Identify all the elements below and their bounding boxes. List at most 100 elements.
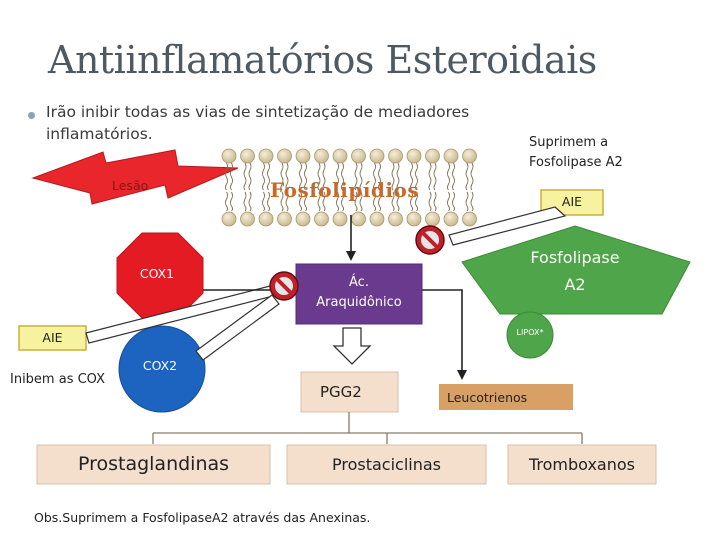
lipid-tail [433,162,437,191]
lipid-tail [396,191,400,212]
lipid-tail [322,191,326,212]
arrow-aie-to-fosfolipase [448,206,567,246]
lipid-tail [396,162,400,191]
lipid-tail [285,162,289,191]
lipid-tail [447,191,450,212]
ac-label-line2: Araquidônico [316,295,402,310]
lipid-tail [452,162,455,191]
lesao-lightning-icon [31,149,239,205]
lipid-head [351,211,366,227]
lipid-tail [243,191,247,212]
lipid-head [406,211,422,227]
lipid-tail [433,191,437,212]
tromboxanos-box [507,444,657,485]
inibem-cox-note: Inibem as COX [10,372,105,387]
phospholipid-membrane-icon [221,148,477,227]
bullet-text-line1: Irão inibir todas as vias de sintetizaçã… [46,103,470,121]
lipid-tail [336,162,339,191]
lipid-head [443,211,459,227]
page-title: Antiinflamatórios Esteroidais [48,38,597,82]
tromboxanos-label: Tromboxanos [528,455,635,474]
ac-label-line1: Ác. [349,275,369,290]
lipid-head [240,148,255,164]
lipid-tail [373,162,376,191]
lipid-head [369,148,385,164]
lipid-tail [465,191,469,212]
lipid-tail [359,162,363,191]
arrow-aie-to-cox-lower [195,294,280,361]
lipid-head [443,148,459,164]
lipox-label: LIPOX* [516,328,544,337]
bullet-dot-icon [28,112,35,119]
leucotrienos-label: Leucotrienos [447,390,528,405]
lipid-tail [470,191,474,212]
arrow-ac-to-pgg2 [332,327,372,365]
aie-left-label: AIE [42,330,63,345]
lipid-head [277,211,292,227]
lipid-tail [225,191,228,212]
no-entry-icon [269,271,299,301]
lipid-tail [341,162,344,191]
lipid-head [351,148,366,164]
cox1-label: COX1 [139,266,175,281]
aie-top-label: AIE [561,194,583,209]
lipid-tail [230,162,233,191]
lipid-tail [336,191,339,212]
lipid-tail [410,162,413,191]
lipid-tail [262,191,265,212]
lipid-head [406,148,422,164]
lipid-head [221,211,237,227]
prostaglandinas-box [36,444,271,485]
lipid-tail [452,191,455,212]
lipid-tail [230,191,233,212]
lipid-tail [280,191,284,212]
lipid-head [462,148,477,164]
lipid-tail [267,191,270,212]
lipid-tail [354,162,358,191]
lipid-head [314,211,329,227]
cox2-shape [118,325,206,413]
lipid-head [425,211,440,227]
prostaciclinas-box [286,444,487,485]
lipid-tail [378,191,381,212]
lipid-tail [243,162,247,191]
lipid-tail [225,162,228,191]
lipid-head [425,148,440,164]
lesao-label: Lesão [112,178,149,193]
lipid-head [277,148,292,164]
obs-footnote: Obs.Suprimem a FosfolipaseA2 através das… [34,510,371,525]
lipid-tail [428,191,432,212]
lipid-tail [267,162,270,191]
leucotrienos-box [439,384,573,410]
lipid-tail [317,162,321,191]
lipid-tail [415,162,418,191]
lipid-tail [322,162,326,191]
lipid-tail [304,162,307,191]
lipid-tail [299,191,302,212]
lipid-head [314,148,329,164]
arrow-to-leucotrienos [422,289,467,380]
no-entry-icon [415,225,445,255]
lipid-head [295,211,311,227]
pgg2-label: PGG2 [320,383,362,401]
fosfolipidios-label: Fosfolipídios [270,178,420,202]
lipid-tail [304,191,307,212]
lipid-tail [285,191,289,212]
lipid-head [388,148,403,164]
lipid-head [462,211,477,227]
lipid-head [258,148,274,164]
fosfolipase-label-line2: A2 [564,275,586,294]
bullet-text-line2: inflamatórios. [46,125,153,143]
lipid-tail [391,191,395,212]
lipox-shape [506,311,554,359]
acido-araquidonico-box [295,263,423,325]
prostaglandinas-label: Prostaglandinas [77,453,230,475]
lipid-tail [248,162,252,191]
lipid-tail [262,162,265,191]
lipid-tail [470,162,474,191]
prostaciclinas-label: Prostaciclinas [331,455,441,474]
lipid-head [258,211,274,227]
lipid-tail [317,191,321,212]
lipid-tail [378,162,381,191]
